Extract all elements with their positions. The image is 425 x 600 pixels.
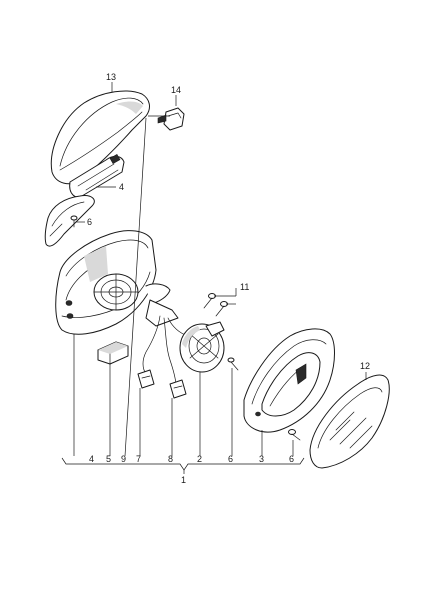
clip-part [157, 107, 185, 131]
screw-part-upper [70, 215, 78, 228]
callout-11: 11 [240, 282, 249, 292]
callout-14: 14 [171, 85, 181, 95]
callout-1: 1 [181, 475, 186, 485]
screw-part-middle [227, 357, 239, 371]
bottom-callout-6b: 6 [289, 454, 294, 464]
callout-12: 12 [360, 361, 370, 371]
bottom-callout-9: 9 [121, 454, 126, 464]
screw-part-lower [288, 429, 301, 441]
wiring-harness-part [137, 315, 189, 399]
adjusting-motor-part [179, 321, 225, 373]
bottom-callout-7: 7 [136, 454, 141, 464]
bottom-callout-5: 5 [106, 454, 111, 464]
callout-13: 13 [106, 72, 116, 82]
mirror-housing-frame-part [55, 230, 179, 335]
mirror-glass-part [309, 374, 390, 469]
leader-lines [61, 82, 367, 474]
lamp-bracket-part [44, 195, 95, 247]
connector-block-part [97, 341, 129, 365]
callout-labels: 13 14 4 6 11 12 1 4 5 9 7 8 2 6 3 6 [87, 72, 370, 485]
screw-pair-part [203, 293, 228, 317]
bottom-callout-2: 2 [197, 454, 202, 464]
turn-signal-lamp-part [69, 153, 125, 198]
bottom-callout-8: 8 [168, 454, 173, 464]
bottom-callout-4: 4 [89, 454, 94, 464]
callout-4-top: 4 [119, 182, 124, 192]
callout-6-top: 6 [87, 217, 92, 227]
bottom-callout-3: 3 [259, 454, 264, 464]
bottom-callout-6a: 6 [228, 454, 233, 464]
mirror-carrier-part [243, 328, 335, 433]
